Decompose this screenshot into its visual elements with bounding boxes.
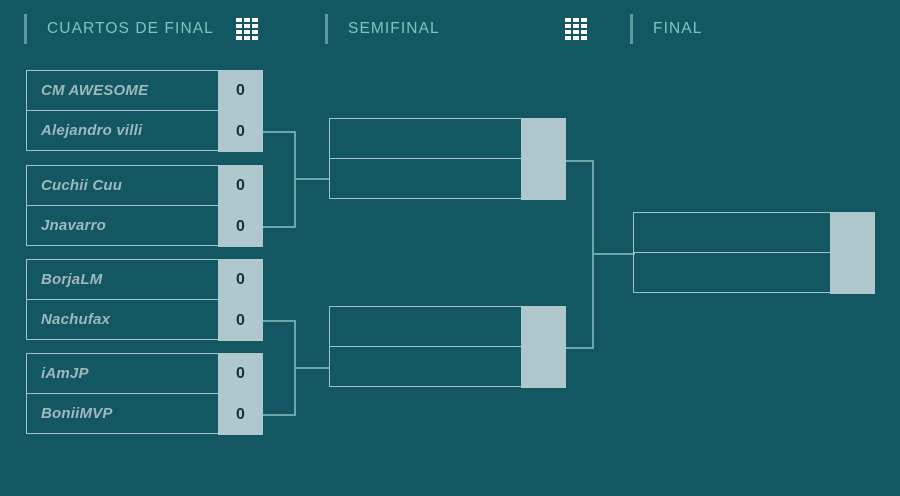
player-name: Jnavarro bbox=[41, 217, 106, 234]
grid-icon[interactable] bbox=[235, 18, 258, 40]
match-sf-2[interactable] bbox=[329, 306, 566, 388]
connector-qf2 bbox=[263, 226, 296, 228]
match-row[interactable]: CM AWESOME bbox=[26, 70, 263, 111]
match-sf-1[interactable] bbox=[329, 118, 566, 200]
match-row[interactable] bbox=[329, 118, 566, 159]
connector-final-in bbox=[592, 253, 635, 255]
connector-sf2-out bbox=[566, 347, 594, 349]
player-name: Alejandro villi bbox=[41, 122, 143, 139]
player-name: CM AWESOME bbox=[41, 82, 149, 99]
match-row[interactable]: BorjaLM bbox=[26, 259, 263, 300]
match-row[interactable] bbox=[329, 346, 566, 387]
match-row[interactable] bbox=[329, 306, 566, 347]
match-row[interactable]: iAmJP bbox=[26, 353, 263, 394]
connector-qf4 bbox=[263, 414, 296, 416]
player-name: Nachufax bbox=[41, 311, 111, 328]
match-row[interactable]: Alejandro villi bbox=[26, 110, 263, 151]
match-row[interactable] bbox=[633, 212, 875, 253]
match-row[interactable] bbox=[633, 252, 875, 293]
round-header-semifinals: SEMIFINAL bbox=[325, 13, 587, 45]
match-row[interactable]: Cuchii Cuu bbox=[26, 165, 263, 206]
round-accent-bar bbox=[24, 14, 27, 44]
round-accent-bar bbox=[325, 14, 328, 44]
match-row[interactable]: Jnavarro bbox=[26, 205, 263, 246]
grid-icon[interactable] bbox=[564, 18, 587, 40]
connector-sf1-out bbox=[566, 160, 594, 162]
connector-sf2-in bbox=[294, 367, 330, 369]
match-qf-3[interactable]: BorjaLM Nachufax 0 0 bbox=[26, 259, 263, 341]
match-qf-2[interactable]: Cuchii Cuu Jnavarro 0 0 bbox=[26, 165, 263, 247]
round-title-quarterfinals: CUARTOS DE FINAL bbox=[47, 20, 214, 37]
connector-qf1 bbox=[263, 131, 296, 133]
round-title-final: FINAL bbox=[653, 20, 703, 37]
round-title-semifinals: SEMIFINAL bbox=[348, 20, 440, 37]
round-header-final: FINAL bbox=[630, 13, 702, 45]
connector-qf3 bbox=[263, 320, 296, 322]
player-name: BoniiMVP bbox=[41, 405, 113, 422]
match-final[interactable] bbox=[633, 212, 875, 294]
round-header-quarterfinals: CUARTOS DE FINAL bbox=[24, 13, 258, 45]
match-row[interactable] bbox=[329, 158, 566, 199]
match-row[interactable]: Nachufax bbox=[26, 299, 263, 340]
round-accent-bar bbox=[630, 14, 633, 44]
player-name: iAmJP bbox=[41, 365, 89, 382]
player-name: BorjaLM bbox=[41, 271, 103, 288]
connector-sf1-in bbox=[294, 178, 330, 180]
player-name: Cuchii Cuu bbox=[41, 177, 123, 194]
match-qf-4[interactable]: iAmJP BoniiMVP 0 0 bbox=[26, 353, 263, 435]
match-qf-1[interactable]: CM AWESOME Alejandro villi 0 0 bbox=[26, 70, 263, 152]
match-row[interactable]: BoniiMVP bbox=[26, 393, 263, 434]
